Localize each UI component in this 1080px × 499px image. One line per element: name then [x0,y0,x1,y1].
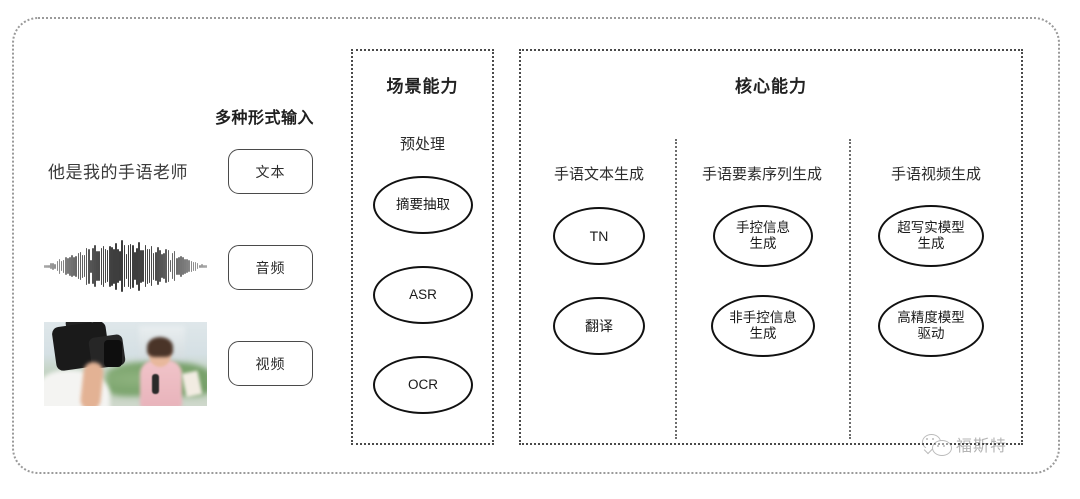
core-node-manual-info-generation[interactable]: 手控信息 生成 [713,205,813,267]
core-node-highprecision-model-drive[interactable]: 高精度模型 驱动 [878,295,984,357]
scene-node-ocr[interactable]: OCR [373,356,473,414]
core-node-nonmanual-info-line1: 非手控信息 [729,310,797,326]
wechat-icon [922,434,952,456]
core-capability-panel: 核心能力 手语文本生成 TN 翻译 手语要素序列生成 手控信息 生成 非手控信息… [519,49,1023,445]
input-button-audio[interactable]: 音频 [228,245,313,290]
core-node-highprecision-line2: 驱动 [917,326,945,341]
core-capability-title: 核心能力 [735,77,807,96]
scene-node-summary-extraction[interactable]: 摘要抽取 [373,176,473,234]
core-node-translation[interactable]: 翻译 [553,297,645,355]
scene-capability-panel: 场景能力 预处理 摘要抽取 ASR OCR [351,49,494,445]
core-col1-subhead: 手语文本生成 [553,166,644,183]
core-column-divider-1 [675,139,677,439]
core-node-manual-info-line2: 生成 [749,236,777,251]
watermark-label: 福斯特 [956,438,1008,455]
input-button-text[interactable]: 文本 [228,149,313,194]
core-col2-subhead: 手语要素序列生成 [701,166,822,183]
watermark: 福斯特 [922,432,1007,456]
input-section-heading: 多种形式输入 [215,110,315,127]
scene-node-asr[interactable]: ASR [373,266,473,324]
sample-input-text: 他是我的手语老师 [48,163,188,182]
thumbnail-reporter-body [140,360,182,406]
core-column-divider-2 [849,139,851,439]
core-node-nonmanual-info-generation[interactable]: 非手控信息 生成 [711,295,815,357]
thumbnail-microphone [152,374,159,394]
core-node-hyperreal-line1: 超写实模型 [897,220,965,236]
core-node-highprecision-line1: 高精度模型 [897,310,965,326]
audio-waveform [44,239,207,293]
scene-subhead-preprocess: 预处理 [399,136,445,153]
thumbnail-reporter-hair [147,337,173,357]
core-node-nonmanual-info-line2: 生成 [749,326,777,341]
core-col3-subhead: 手语视频生成 [890,166,981,183]
diagram-outer-frame [12,17,1060,474]
core-node-manual-info-line1: 手控信息 [736,220,790,236]
core-node-hyperreal-line2: 生成 [917,236,945,251]
core-node-hyperreal-model-generation[interactable]: 超写实模型 生成 [878,205,984,267]
video-thumbnail [44,322,207,406]
scene-capability-title: 场景能力 [386,77,459,96]
input-button-video[interactable]: 视频 [228,341,313,386]
thumbnail-camera-hood [104,340,122,367]
core-node-tn[interactable]: TN [553,207,645,265]
